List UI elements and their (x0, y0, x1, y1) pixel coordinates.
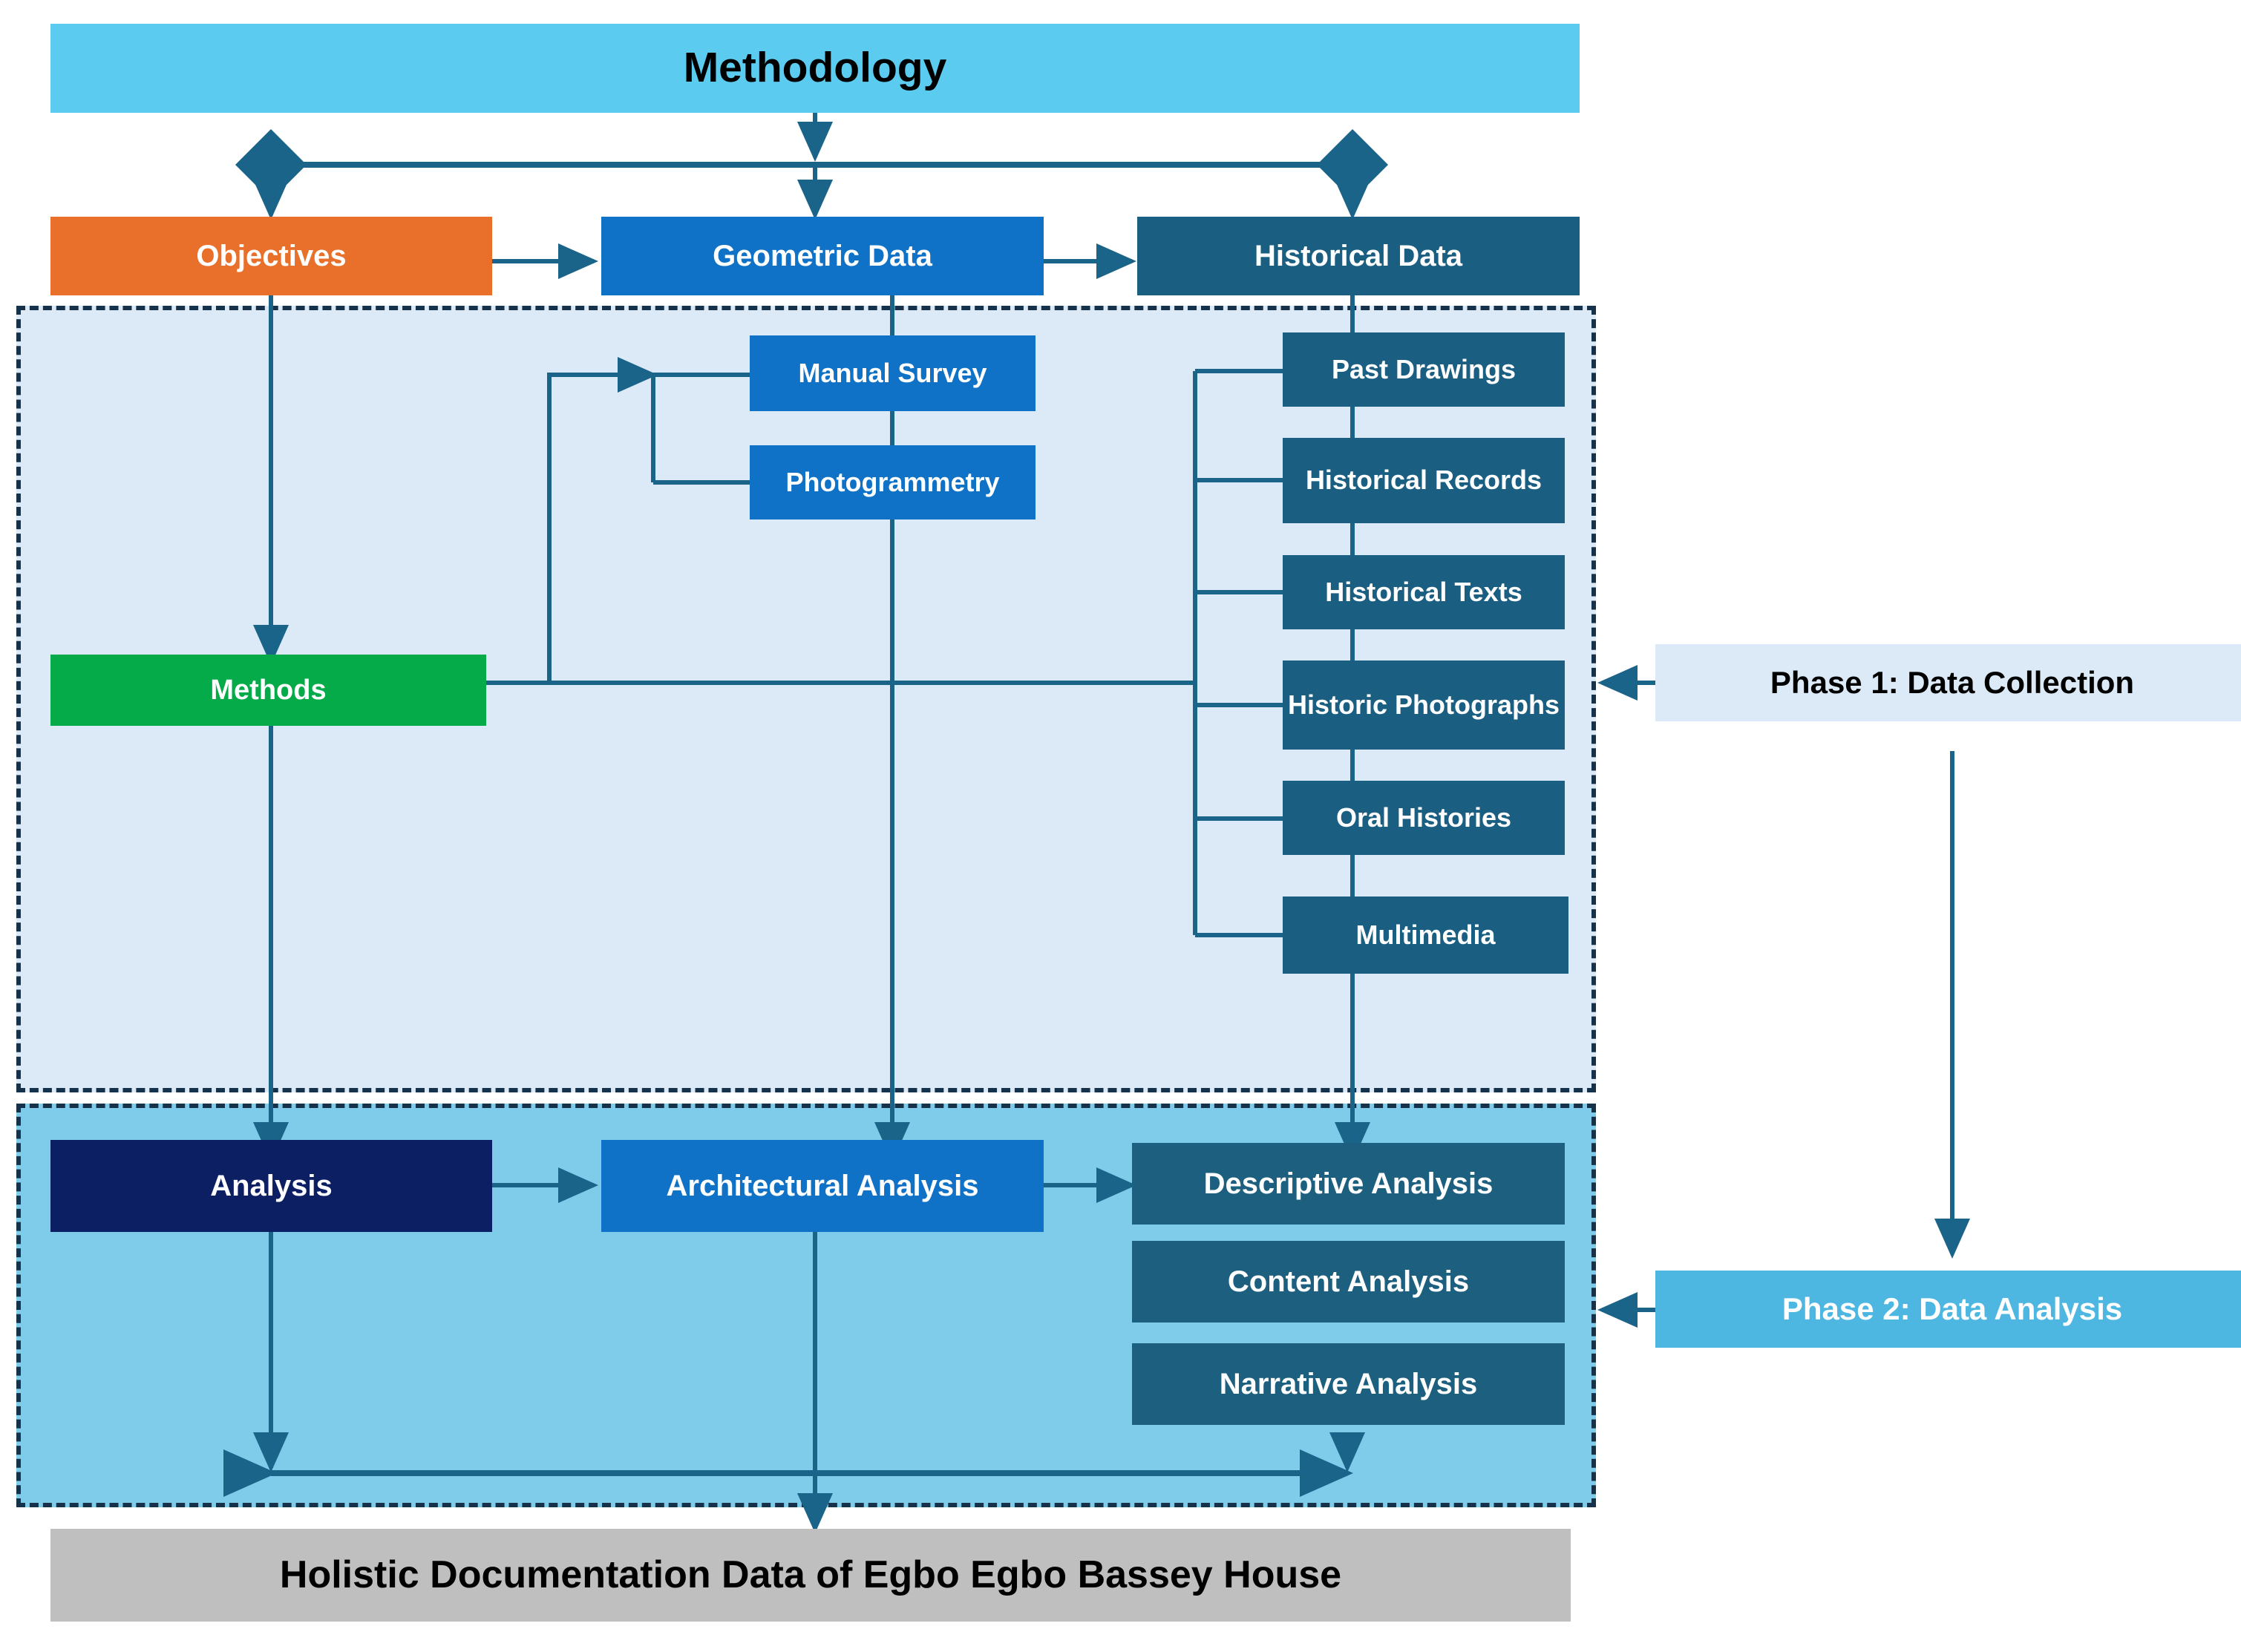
footer-outcome-bar: Holistic Documentation Data of Egbo Egbo… (50, 1529, 1571, 1622)
node-analysis[interactable]: Analysis (50, 1140, 492, 1232)
node-historical-texts[interactable]: Historical Texts (1283, 555, 1565, 629)
node-geometric-data[interactable]: Geometric Data (601, 217, 1044, 295)
node-historical-data[interactable]: Historical Data (1137, 217, 1580, 295)
node-content-analysis[interactable]: Content Analysis (1132, 1241, 1565, 1322)
node-descriptive-analysis[interactable]: Descriptive Analysis (1132, 1143, 1565, 1225)
node-multimedia[interactable]: Multimedia (1283, 897, 1568, 974)
node-narrative-analysis[interactable]: Narrative Analysis (1132, 1343, 1565, 1425)
node-oral-histories[interactable]: Oral Histories (1283, 781, 1565, 855)
methodology-title-bar: Methodology (50, 24, 1580, 113)
label-phase-2: Phase 2: Data Analysis (1655, 1271, 2241, 1348)
node-past-drawings[interactable]: Past Drawings (1283, 332, 1565, 407)
node-architectural-analysis[interactable]: Architectural Analysis (601, 1140, 1044, 1232)
node-methods[interactable]: Methods (50, 655, 486, 726)
node-manual-survey[interactable]: Manual Survey (750, 335, 1036, 411)
node-photogrammetry[interactable]: Photogrammetry (750, 445, 1036, 519)
node-historic-photographs[interactable]: Historic Photographs (1283, 661, 1565, 750)
label-phase-1: Phase 1: Data Collection (1655, 644, 2241, 721)
node-historical-records[interactable]: Historical Records (1283, 438, 1565, 523)
node-objectives[interactable]: Objectives (50, 217, 492, 295)
